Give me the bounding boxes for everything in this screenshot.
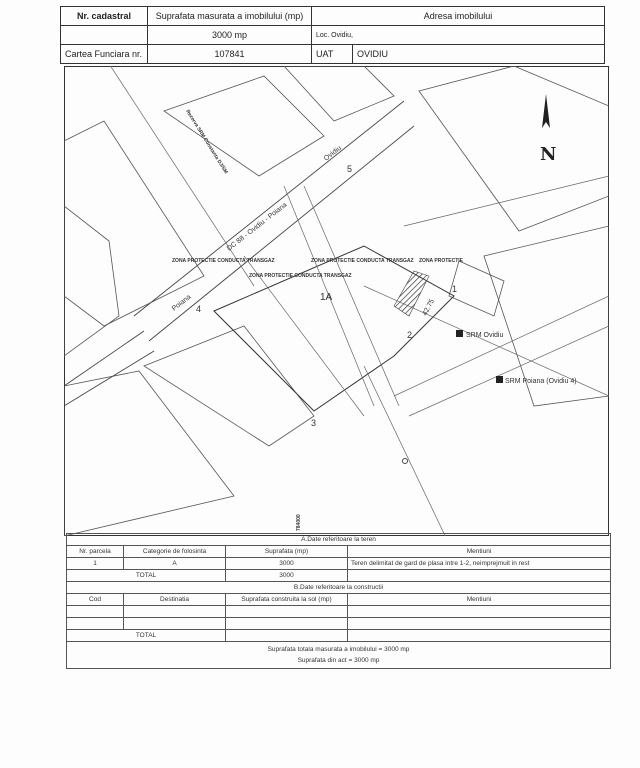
- rezerva-label: Rezerva SRM Constanta DJ/SM: [184, 109, 228, 175]
- cf-value: 107841: [147, 44, 312, 64]
- north-label: N: [540, 144, 556, 165]
- total-b-label: TOTAL: [66, 629, 226, 642]
- footer-line-1: Suprafata totala masurata a imobilului =…: [267, 646, 410, 653]
- col-mentiuni: Mentiuni: [347, 545, 611, 558]
- road-label-ovidiu: Ovidiu: [323, 145, 343, 163]
- col-mentiuni-b: Mentiuni: [347, 593, 611, 606]
- col-suprafata-construita: Suprafata construita la sol (mp): [225, 593, 348, 606]
- header-table: Nr. cadastral Suprafata masurata a imobi…: [60, 6, 605, 64]
- hatched-zone: [393, 270, 430, 317]
- cadastral-map: N Ovidiu DC 88 - Ovidiu - Poiana Poiana …: [64, 66, 609, 536]
- road-lines: [64, 100, 415, 407]
- uat-value: OVIDIU: [352, 44, 605, 64]
- road-label-dc88: DC 88 - Ovidiu - Poiana: [226, 201, 289, 252]
- vertex-5: 5: [347, 164, 352, 174]
- table-b-title: B.Date referitoare la constructii: [66, 581, 611, 594]
- cell-ment: Teren delimitat de gard de plasa intre 1…: [347, 557, 611, 570]
- total-b-value: [225, 629, 348, 642]
- suprafata-label: Suprafata masurata a imobilului (mp): [147, 6, 312, 26]
- zona-label-2: ZONA PROTECTIE CONDUCTA TRANSGAZ: [311, 258, 414, 264]
- adresa-value: Loc. Ovidiu,: [311, 25, 605, 45]
- col-categorie: Categorie de folosinta: [123, 545, 226, 558]
- vertex-1: 1: [452, 284, 457, 294]
- nr-cadastral-value: [60, 25, 148, 45]
- adresa-label: Adresa imobilului: [311, 6, 605, 26]
- parcel-outline: [213, 245, 455, 412]
- zona-label-3: ZONA PROTECTIE CONDUCTA TRANSGAZ: [249, 273, 352, 279]
- uat-label: UAT: [311, 44, 353, 64]
- plot-outlines: [64, 66, 609, 536]
- cf-label: Cartea Funciara nr.: [60, 44, 148, 64]
- dimension-label: 42.75: [422, 298, 436, 317]
- srm-ovidiu-marker-icon: [456, 330, 463, 337]
- zona-label-4: ZONA PROTECTIE: [419, 258, 464, 264]
- table-a-title: A.Date referitoare la teren: [66, 533, 611, 546]
- total-a-label: TOTAL: [66, 569, 226, 582]
- nr-cadastral-label: Nr. cadastral: [60, 6, 148, 26]
- table-row: [66, 617, 611, 630]
- cell-nr: 1: [66, 557, 124, 570]
- total-a-value: 3000: [225, 569, 348, 582]
- total-a-empty: [347, 569, 611, 582]
- srm-ovidiu-label: SRM Ovidiu: [466, 332, 503, 339]
- col-destinatia: Destinatia: [123, 593, 226, 606]
- cell-cat: A: [123, 557, 226, 570]
- srm-poiana-label: SRM Poiana (Ovidiu 4): [505, 378, 577, 385]
- coord-label: 784000: [296, 514, 302, 531]
- north-arrow-icon: N: [540, 94, 556, 165]
- vertex-4: 4: [196, 304, 201, 314]
- col-nr-parcela: Nr. parcela: [66, 545, 124, 558]
- table-row: [66, 605, 611, 618]
- srm-poiana-marker-icon: [496, 376, 503, 383]
- vertex-2: 2: [407, 330, 412, 340]
- vertex-3: 3: [311, 418, 316, 428]
- footer-line-2: Suprafata din act = 3000 mp: [297, 657, 380, 664]
- parcel-label: 1A: [320, 292, 333, 303]
- road-label-poiana: Poiana: [171, 294, 193, 313]
- footer-cell: Suprafata totala masurata a imobilului =…: [66, 641, 611, 669]
- total-b-empty: [347, 629, 611, 642]
- col-cod: Cod: [66, 593, 124, 606]
- point-marker-icon: [402, 458, 408, 464]
- table-row: 1 A 3000 Teren delimitat de gard de plas…: [66, 557, 611, 570]
- zona-label-1: ZONA PROTECTIE CONDUCTA TRANSGAZ: [172, 258, 275, 264]
- cell-supr: 3000: [225, 557, 348, 570]
- suprafata-value: 3000 mp: [147, 25, 312, 45]
- col-suprafata: Suprafata (mp): [225, 545, 348, 558]
- data-table: A.Date referitoare la teren Nr. parcela …: [66, 533, 611, 669]
